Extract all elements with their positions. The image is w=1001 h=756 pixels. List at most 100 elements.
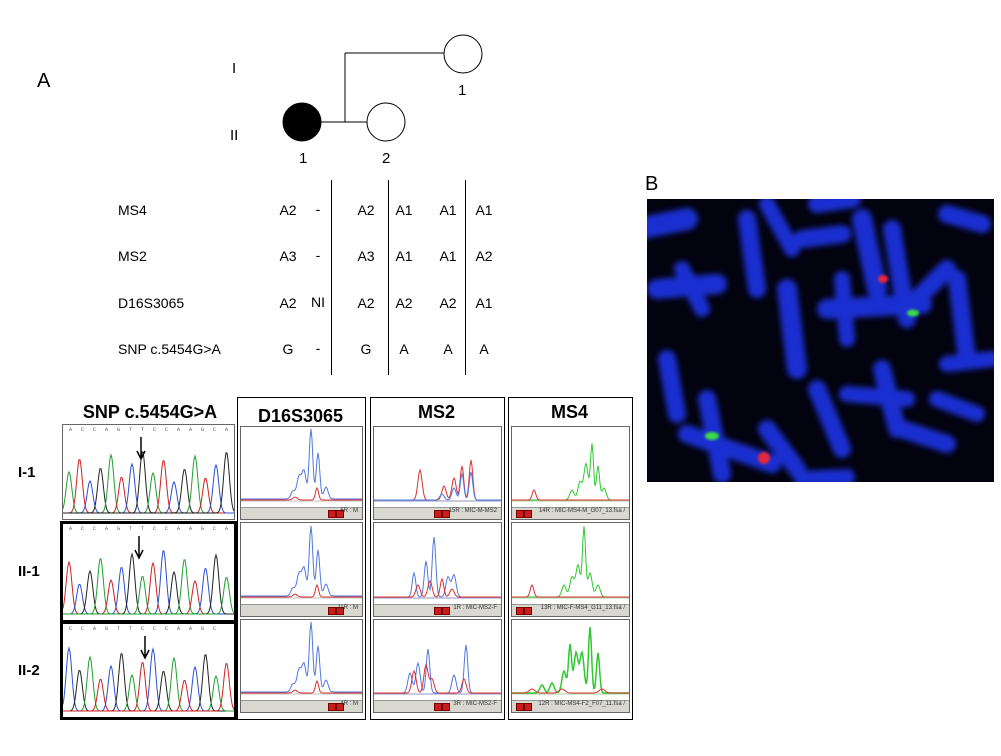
individual-i-1-number: 1 — [458, 82, 467, 99]
generation-i-label: I — [232, 60, 237, 77]
ms4-trace-svg-i-1 — [512, 443, 629, 502]
mutation-arrow — [140, 636, 150, 660]
allele-value: - — [315, 247, 321, 263]
trace-line — [241, 525, 362, 597]
d16-trace-ii-2: 4R : M — [240, 619, 363, 713]
ms4-trace-svg-ii-1 — [512, 525, 629, 599]
allele-value: A — [399, 341, 409, 357]
trace-line — [241, 583, 362, 598]
allele-value: A1 — [439, 202, 457, 218]
snp-chromatogram-ii-2: C C A G T T C C C A A G C — [60, 621, 237, 720]
haplotype-divider-1 — [331, 180, 332, 375]
d16-trace-svg-ii-2 — [241, 621, 362, 695]
haplotype-divider-2 — [388, 180, 389, 375]
fish-micrograph — [647, 199, 994, 482]
individual-ii-1-circle — [282, 102, 322, 142]
trace-line — [63, 655, 234, 712]
panel-b-label: B — [645, 173, 659, 195]
allele-value: A3 — [279, 248, 297, 264]
d16-trace-svg-ii-1 — [241, 525, 362, 599]
allele-value: A1 — [475, 295, 493, 311]
trace-line — [374, 577, 501, 598]
allele-value: - — [315, 340, 321, 356]
trace-line — [63, 662, 234, 712]
column-header-d16: D16S3065 — [257, 406, 344, 426]
ms2-trace-svg-i-1 — [374, 459, 501, 502]
pedigree-diagram — [282, 34, 483, 142]
column-header-ms2: MS2 — [417, 402, 455, 422]
ms4-footer-i-1: 14R : MIC-MS4-M_G07_13.fsa / — [512, 507, 629, 519]
trace-line — [63, 663, 234, 712]
allele-value: - — [315, 201, 321, 217]
trace-line — [374, 663, 501, 694]
trace-line — [241, 428, 362, 500]
allele-value: A — [443, 341, 453, 357]
generation-ii-label: II — [230, 127, 239, 144]
allele-value: A2 — [475, 248, 493, 264]
trace-line — [241, 486, 362, 501]
fish-signals — [705, 275, 919, 464]
allele-value: NI — [311, 294, 325, 310]
snp-chromatogram-ii-1: A C C A G T T C C A A G C A — [60, 521, 237, 623]
marker-name: MS2 — [118, 248, 147, 264]
trace-line — [512, 489, 629, 501]
ms4-trace-svg-ii-2 — [512, 626, 629, 695]
trace-line — [512, 626, 629, 694]
individual-ii-2-number: 2 — [382, 150, 391, 167]
allele-value: A1 — [395, 248, 413, 264]
allele-value: G — [282, 341, 294, 357]
d16-trace-i-1: 6R : M — [240, 426, 363, 520]
allele-value: A2 — [439, 295, 457, 311]
fish-green-signal-1 — [907, 309, 919, 317]
fish-red-signal-2 — [758, 452, 770, 464]
panel-a-label: A — [37, 70, 51, 92]
trace-line — [374, 536, 501, 598]
d16-footer-ii-2: 4R : M — [241, 700, 362, 712]
trace-line — [374, 459, 501, 501]
ms4-trace-ii-1: 13R : MIC-F-MS4_G11_13.fsa / — [511, 522, 630, 617]
snp-seq-text-ii-1: A C C A G T T C C A A G C A — [69, 526, 228, 532]
trace-line — [512, 443, 629, 501]
allele-value: A2 — [279, 295, 297, 311]
allele-value: G — [360, 341, 372, 357]
trace-line — [241, 621, 362, 693]
trace-line — [512, 688, 629, 694]
ms4-trace-i-1: 14R : MIC-MS4-M_G07_13.fsa / — [511, 426, 630, 520]
fish-red-signal-1 — [878, 275, 888, 283]
ms2-footer-i-1: 15R : MIC-M-MS2 — [374, 507, 501, 519]
ms2-trace-svg-ii-1 — [374, 536, 501, 599]
marker-name: D16S3065 — [118, 295, 185, 311]
fish-green-signal-2 — [705, 432, 719, 440]
individual-i-1-circle — [443, 34, 483, 74]
allele-value: A2 — [395, 295, 413, 311]
ms2-trace-i-1: 15R : MIC-M-MS2 — [373, 426, 502, 520]
ms2-trace-svg-ii-2 — [374, 644, 501, 695]
trace-line — [63, 569, 234, 615]
snp-seq-text-i-1: A C C A G T T C C A A G C A — [69, 427, 228, 433]
chromosomes — [647, 199, 994, 482]
individual-ii-2-circle — [366, 102, 406, 142]
trace-line — [374, 644, 501, 694]
ms2-footer-ii-1: 1R : MIC-MS2-F — [374, 604, 501, 616]
trace-line — [241, 679, 362, 694]
marker-name: SNP c.5454G>A — [118, 341, 221, 357]
snp-trace-i-1 — [63, 437, 234, 514]
allele-value: A — [479, 341, 489, 357]
trace-line — [374, 471, 501, 501]
row-label-ii-1: II-1 — [18, 563, 40, 580]
snp-chromatogram-i-1: A C C A G T T C C A A G C A — [62, 424, 235, 520]
column-header-snp: SNP c.5454G>A — [82, 402, 218, 422]
allele-value: A1 — [395, 202, 413, 218]
haplotype-table — [331, 180, 466, 375]
allele-value: A1 — [439, 248, 457, 264]
trace-line — [63, 452, 234, 514]
ms2-footer-ii-2: 3R : MIC-MS2-F — [374, 700, 501, 712]
row-label-ii-2: II-2 — [18, 662, 40, 679]
row-label-i-1: I-1 — [18, 464, 36, 481]
allele-value: A2 — [279, 202, 297, 218]
individual-ii-1-number: 1 — [299, 150, 308, 167]
ms4-footer-ii-2: 12R : MIC-MS4-F2_F07_11.fsa / — [512, 700, 629, 712]
ms4-footer-ii-1: 13R : MIC-F-MS4_G11_13.fsa / — [512, 604, 629, 616]
trace-line — [63, 577, 234, 615]
snp-seq-text-ii-2: C C A G T T C C C A A G C — [69, 626, 220, 632]
